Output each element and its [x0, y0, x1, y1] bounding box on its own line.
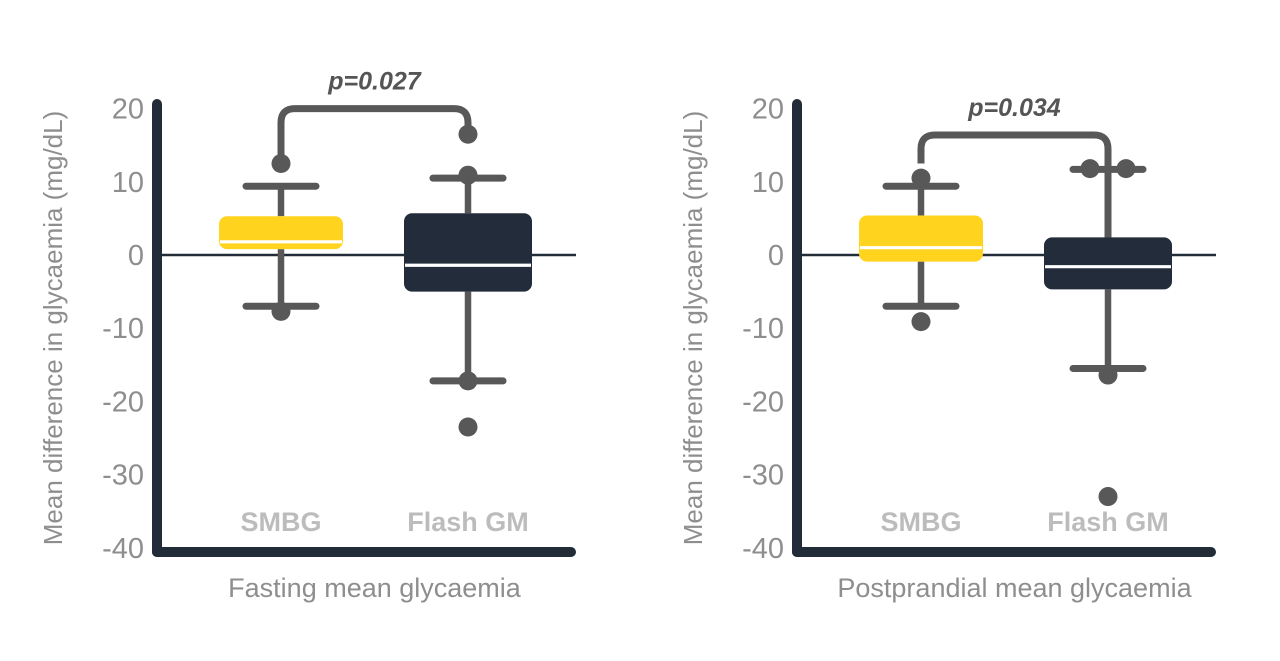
smbg-box [219, 216, 343, 250]
x-axis-title: Fasting mean glycaemia [228, 573, 522, 603]
smbg-data-dot [911, 168, 931, 188]
y-axis-title: Mean difference in glycaemia (mg/dL) [38, 111, 68, 546]
y-tick-label: 20 [752, 94, 784, 126]
category-label-smbg: SMBG [881, 507, 962, 537]
y-tick-label: -30 [742, 460, 784, 492]
flash-gm-box [404, 213, 532, 292]
x-axis-title: Postprandial mean glycaemia [837, 573, 1192, 603]
smbg-data-dot [911, 312, 931, 332]
y-tick-label: -20 [742, 386, 784, 418]
y-tick-label: -10 [102, 313, 144, 345]
category-label-smbg: SMBG [241, 507, 322, 537]
boxplot-fasting: p=0.027 20 10 0 -10 -20 -30 -40 Mean difference … [38, 68, 576, 603]
flash-gm-data-dot [1098, 487, 1118, 507]
smbg-box [859, 215, 983, 262]
flash-gm-data-dot [1116, 159, 1136, 179]
p-value-label: p=0.034 [967, 94, 1061, 122]
flash-gm-data-dot [1080, 159, 1100, 179]
flash-gm-data-dot [458, 371, 478, 391]
panel-postprandial: p=0.034 20 10 0 -10 -20 -30 -40 Mean difference … [640, 0, 1280, 661]
y-tick-label: -30 [102, 460, 144, 492]
flash-gm-data-dot [1098, 365, 1118, 385]
y-tick-label: -40 [742, 533, 784, 565]
category-label-flash-gm: Flash GM [1047, 507, 1169, 537]
category-label-flash-gm: Flash GM [407, 507, 529, 537]
p-value-label: p=0.027 [327, 68, 422, 96]
y-tick-label: -40 [102, 533, 144, 565]
significance-bracket [917, 131, 1112, 238]
smbg-data-dot [271, 301, 291, 321]
significance-bracket-dot [271, 154, 291, 173]
flash-gm-data-dot [458, 165, 478, 185]
significance-bracket [277, 105, 472, 158]
y-tick-label: 10 [752, 167, 784, 199]
flash-gm-data-dot [458, 417, 478, 437]
y-axis-title: Mean difference in glycaemia (mg/dL) [678, 111, 708, 546]
boxplot-postprandial: p=0.034 20 10 0 -10 -20 -30 -40 Mean difference … [678, 94, 1216, 603]
panel-fasting: p=0.027 20 10 0 -10 -20 -30 -40 Mean difference … [38, 68, 576, 603]
y-tick-label: -10 [742, 313, 784, 345]
significance-bracket-dot [458, 124, 478, 144]
y-tick-label: 10 [112, 167, 144, 199]
y-tick-label: 20 [112, 94, 144, 126]
y-tick-label: 0 [128, 240, 144, 272]
y-tick-label: -20 [102, 386, 144, 418]
flash-gm-box [1044, 237, 1172, 290]
y-tick-label: 0 [768, 240, 784, 272]
